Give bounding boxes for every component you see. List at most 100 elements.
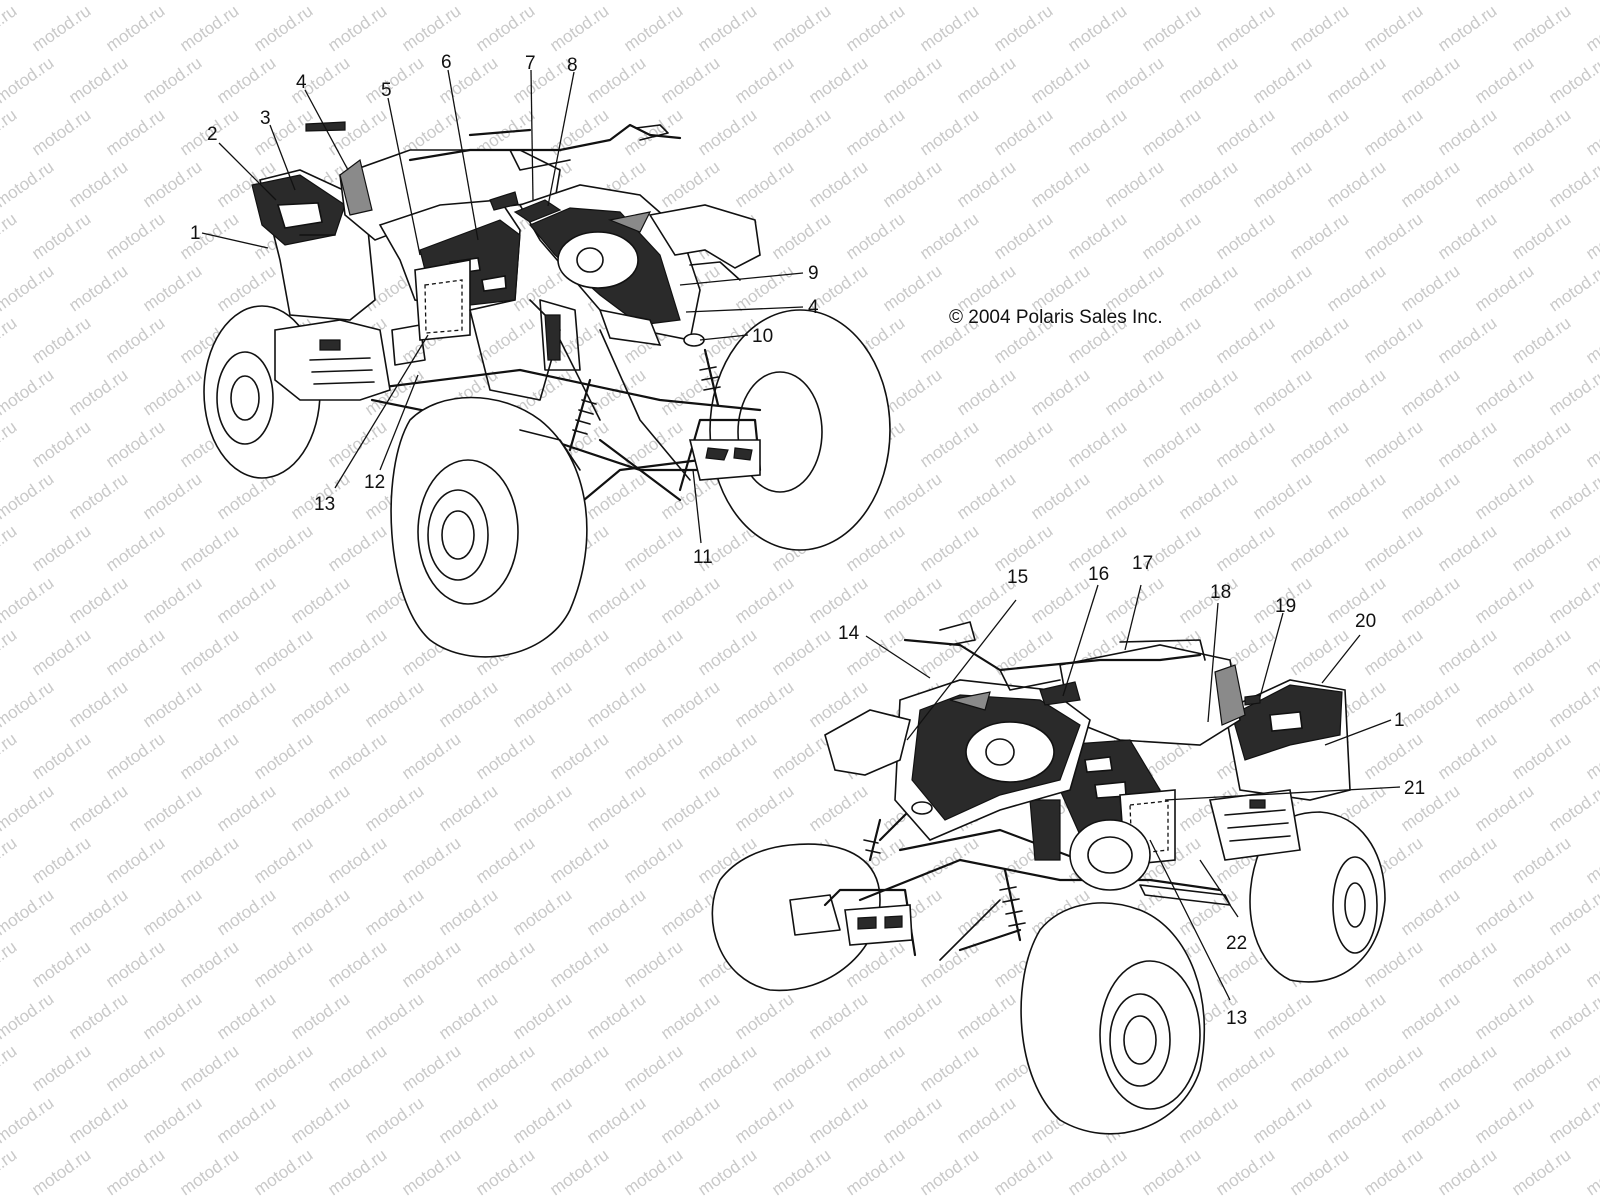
watermark-text: motod.ru: [472, 1145, 538, 1199]
watermark-text: motod.ru: [805, 0, 871, 3]
watermark-text: motod.ru: [65, 781, 131, 835]
watermark-text: motod.ru: [1360, 209, 1426, 263]
watermark-text: motod.ru: [1508, 209, 1574, 263]
watermark-text: motod.ru: [102, 625, 168, 679]
watermark-text: motod.ru: [657, 53, 723, 107]
watermark-text: motod.ru: [509, 53, 575, 107]
watermark-text: motod.ru: [1434, 1, 1500, 55]
watermark-text: motod.ru: [139, 989, 205, 1043]
leader-lines: [201, 69, 1401, 1001]
watermark-text: motod.ru: [28, 209, 94, 263]
watermark-text: motod.ru: [1323, 1093, 1389, 1147]
watermark-text: motod.ru: [1434, 417, 1500, 471]
lower-rear-wheel: [1249, 811, 1386, 983]
watermark-text: motod.ru: [1138, 209, 1204, 263]
watermark-text: motod.ru: [1360, 1041, 1426, 1095]
lower-front-body: [824, 621, 1206, 841]
watermark-text: motod.ru: [176, 833, 242, 887]
watermark-text: motod.ru: [102, 417, 168, 471]
watermark-text: motod.ru: [176, 1, 242, 55]
watermark-text: motod.ru: [768, 209, 834, 263]
watermark-text: motod.ru: [916, 209, 982, 263]
watermark-text: motod.ru: [1175, 573, 1241, 627]
watermark-text: motod.ru: [1397, 261, 1463, 315]
watermark-text: motod.ru: [213, 885, 279, 939]
watermark-text: motod.ru: [546, 105, 612, 159]
watermark-text: motod.ru: [1545, 53, 1600, 107]
watermark-text: motod.ru: [1249, 157, 1315, 211]
watermark-text: motod.ru: [916, 521, 982, 575]
watermark-text: motod.ru: [805, 989, 871, 1043]
watermark-text: motod.ru: [1360, 625, 1426, 679]
watermark-text: motod.ru: [953, 53, 1019, 107]
watermark-text: motod.ru: [0, 625, 20, 679]
watermark-text: motod.ru: [1471, 1093, 1537, 1147]
watermark-text: motod.ru: [546, 625, 612, 679]
watermark-text: motod.ru: [65, 469, 131, 523]
watermark-text: motod.ru: [1323, 0, 1389, 3]
watermark-text: motod.ru: [620, 1145, 686, 1199]
watermark-text: motod.ru: [435, 0, 501, 3]
watermark-text: motod.ru: [28, 937, 94, 991]
watermark-text: motod.ru: [1027, 157, 1093, 211]
watermark-text: motod.ru: [102, 937, 168, 991]
watermark-text: motod.ru: [1508, 937, 1574, 991]
watermark-text: motod.ru: [546, 1, 612, 55]
watermark-text: motod.ru: [139, 0, 205, 3]
watermark-text: motod.ru: [1212, 313, 1278, 367]
watermark-text: motod.ru: [1397, 677, 1463, 731]
watermark-text: motod.ru: [324, 937, 390, 991]
callout-13-lower: 13: [1226, 1008, 1247, 1029]
watermark-text: motod.ru: [768, 105, 834, 159]
watermark-text: motod.ru: [657, 1093, 723, 1147]
watermark-text: motod.ru: [1434, 729, 1500, 783]
watermark-text: motod.ru: [361, 53, 427, 107]
watermark-text: motod.ru: [731, 677, 797, 731]
watermark-text: motod.ru: [1434, 1041, 1500, 1095]
watermark-text: motod.ru: [472, 729, 538, 783]
watermark-text: motod.ru: [65, 1093, 131, 1147]
watermark-text: motod.ru: [953, 469, 1019, 523]
watermark-text: motod.ru: [620, 105, 686, 159]
watermark-text: motod.ru: [1064, 105, 1130, 159]
watermark-text: motod.ru: [509, 781, 575, 835]
callout-1-lower: 1: [1394, 710, 1405, 731]
watermark-text: motod.ru: [139, 157, 205, 211]
watermark-text: motod.ru: [990, 1145, 1056, 1199]
watermark-text: motod.ru: [102, 1, 168, 55]
watermark-text: motod.ru: [1545, 885, 1600, 939]
watermark-text: motod.ru: [509, 677, 575, 731]
watermark-text: motod.ru: [1471, 53, 1537, 107]
watermark-text: motod.ru: [1545, 469, 1600, 523]
watermark-text: motod.ru: [842, 209, 908, 263]
watermark-text: motod.ru: [361, 989, 427, 1043]
watermark-text: motod.ru: [1471, 573, 1537, 627]
watermark-text: motod.ru: [731, 1093, 797, 1147]
watermark-text: motod.ru: [102, 833, 168, 887]
callout-16: 16: [1088, 564, 1109, 585]
watermark-text: motod.ru: [472, 1041, 538, 1095]
watermark-text: motod.ru: [287, 677, 353, 731]
watermark-text: motod.ru: [1175, 261, 1241, 315]
watermark-text: motod.ru: [398, 833, 464, 887]
watermark-text: motod.ru: [1323, 365, 1389, 419]
watermark-text: motod.ru: [1397, 1093, 1463, 1147]
watermark-text: motod.ru: [287, 573, 353, 627]
watermark-text: motod.ru: [65, 677, 131, 731]
watermark-text: motod.ru: [953, 1093, 1019, 1147]
watermark-text: motod.ru: [287, 1093, 353, 1147]
callout-20: 20: [1355, 611, 1376, 632]
watermark-text: motod.ru: [1582, 105, 1600, 159]
watermark-text: motod.ru: [324, 1145, 390, 1199]
watermark-text: motod.ru: [176, 1145, 242, 1199]
watermark-text: motod.ru: [435, 781, 501, 835]
watermark-text: motod.ru: [0, 1041, 20, 1095]
watermark-text: motod.ru: [1286, 105, 1352, 159]
watermark-text: motod.ru: [953, 365, 1019, 419]
watermark-text: motod.ru: [139, 573, 205, 627]
watermark-text: motod.ru: [1508, 1, 1574, 55]
watermark-text: motod.ru: [398, 937, 464, 991]
callout-13: 13: [314, 494, 335, 515]
watermark-text: motod.ru: [250, 1, 316, 55]
watermark-text: motod.ru: [1397, 469, 1463, 523]
